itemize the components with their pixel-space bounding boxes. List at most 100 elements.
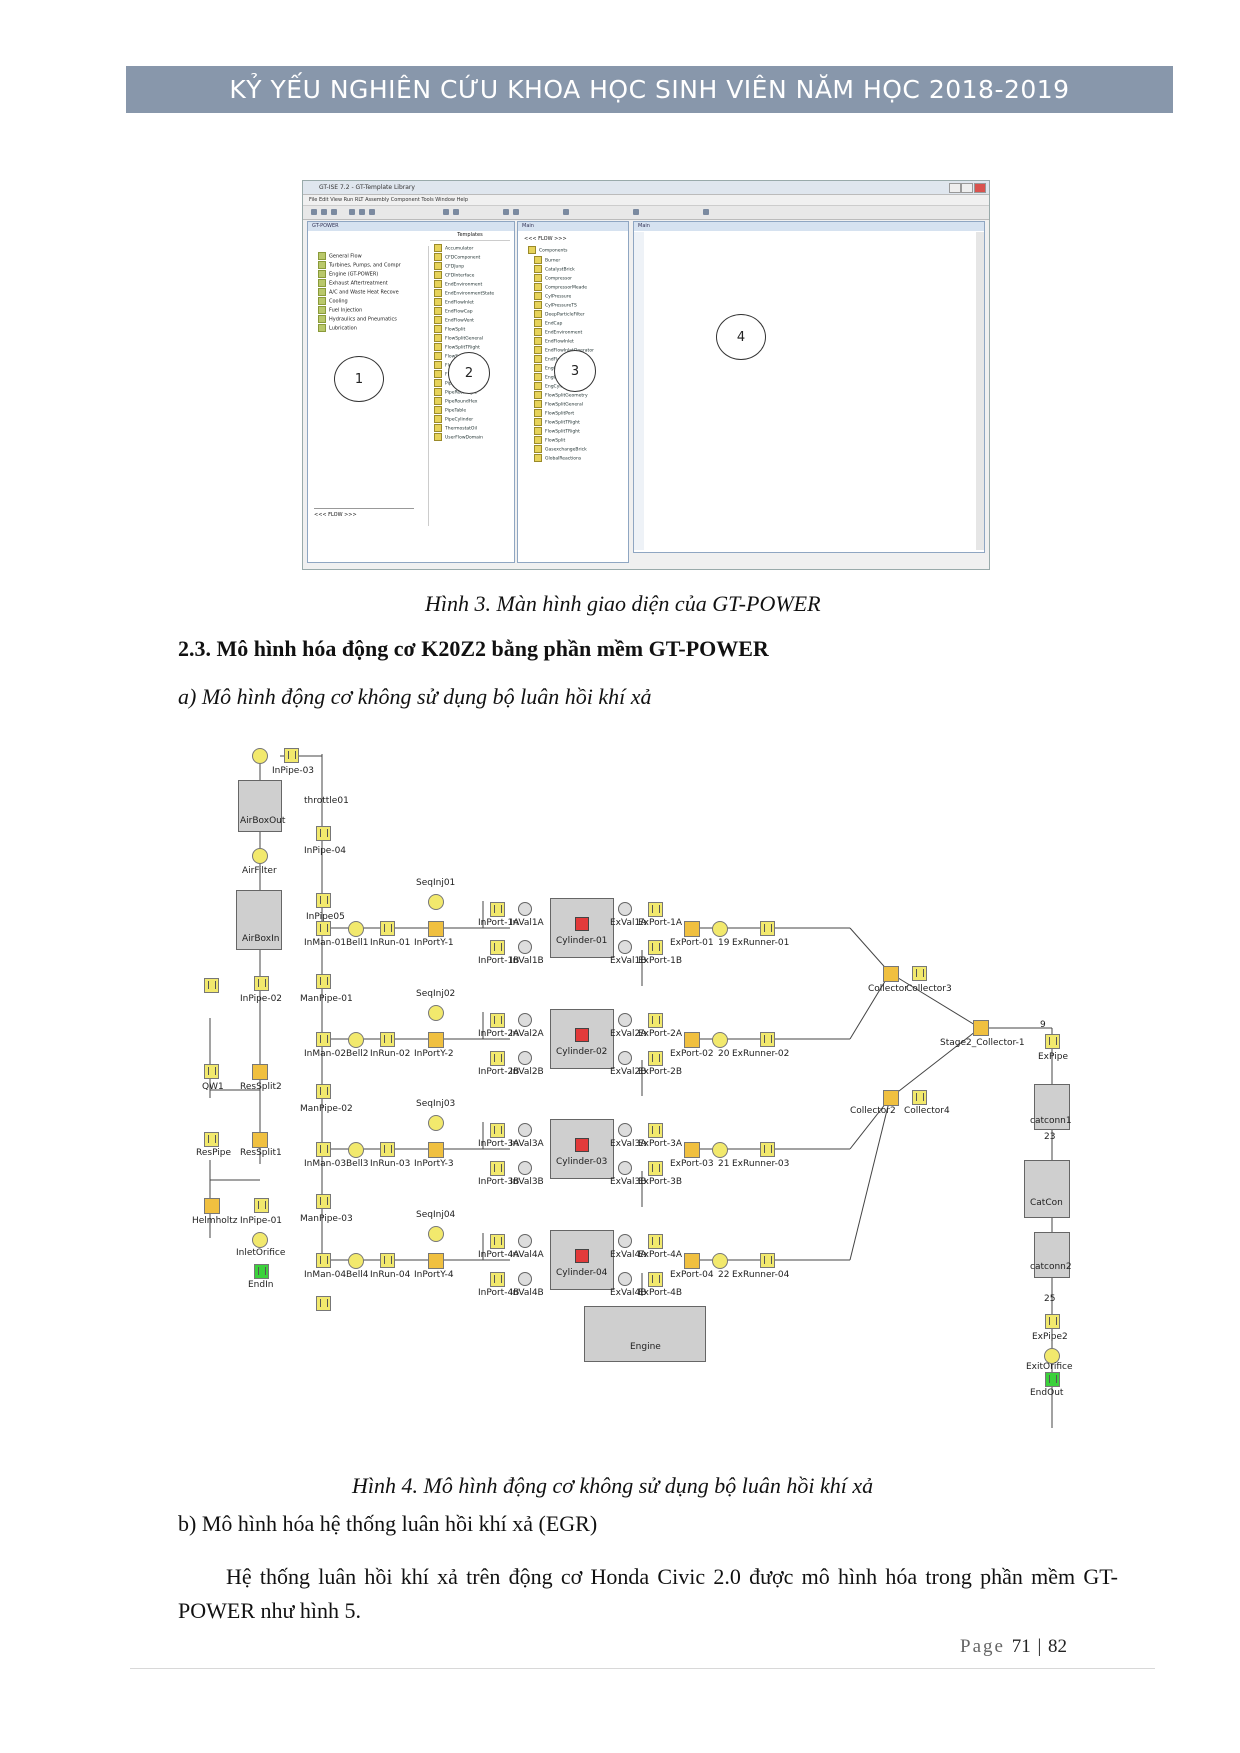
inporty-node[interactable] [428,1253,444,1269]
inval-b-node[interactable] [518,940,532,954]
template-item[interactable]: EndFlowCap [434,307,514,315]
run-icon[interactable] [443,209,449,215]
inrun-node[interactable] [380,1142,395,1157]
collector3-node[interactable] [912,966,927,981]
expipe2-node[interactable] [1045,1314,1060,1329]
exrunner-node[interactable] [760,1253,775,1268]
component-item[interactable]: EndCap [534,319,614,327]
cylinder-node[interactable] [550,1230,614,1290]
inval-a-node[interactable] [518,1123,532,1137]
template-item[interactable]: FlowSplitGeneral [434,334,514,342]
catcon-node[interactable] [1024,1160,1070,1218]
save-icon[interactable] [331,209,337,215]
inpipe05-node[interactable] [316,893,331,908]
inman-node[interactable] [316,921,331,936]
template-item[interactable]: FlowSplitTRight [434,343,514,351]
bell-node[interactable] [348,921,364,937]
inlet-bell-node[interactable] [252,748,268,764]
cylinder-node[interactable] [550,898,614,958]
export-a-node[interactable] [648,1013,663,1028]
cut-icon[interactable] [349,209,355,215]
exval-b-node[interactable] [618,1161,632,1175]
component-item[interactable]: GlobalReactions [534,454,614,462]
collector2-node[interactable] [883,1090,899,1106]
copy-icon[interactable] [359,209,365,215]
inletorifice-node[interactable] [252,1232,268,1248]
inval-b-node[interactable] [518,1272,532,1286]
collector-node[interactable] [883,966,899,982]
template-item[interactable]: CFDJunp [434,262,514,270]
export-b-node[interactable] [648,1272,663,1287]
component-item[interactable]: EngCylHead [534,382,614,390]
inrun-node[interactable] [380,1253,395,1268]
export-b-node[interactable] [648,940,663,955]
inport-b-node[interactable] [490,1272,505,1287]
component-item[interactable]: FlowSplitTRight [534,418,614,426]
seqinj-node[interactable] [428,894,444,910]
inporty-node[interactable] [428,921,444,937]
export-a-node[interactable] [648,1234,663,1249]
tree-item[interactable]: Engine (GT-POWER) [318,270,378,278]
component-item[interactable]: FlowSplitPort [534,409,614,417]
exval-a-node[interactable] [618,1013,632,1027]
respipe-node[interactable] [204,1132,219,1147]
inval-b-node[interactable] [518,1161,532,1175]
export-merge-node[interactable] [684,1253,700,1269]
template-item[interactable]: PipeRoundHex [434,397,514,405]
airboxin-node[interactable] [236,890,282,950]
template-item[interactable]: PipeRectangle [434,388,514,396]
exrunner-node[interactable] [760,1142,775,1157]
maximize-icon[interactable] [961,183,973,193]
component-item[interactable]: CatalystBrick [534,265,614,273]
component-item[interactable]: Compressor [534,274,614,282]
catconn1-node[interactable] [1034,1084,1070,1130]
inval-a-node[interactable] [518,1234,532,1248]
inrun-node[interactable] [380,1032,395,1047]
template-item[interactable]: EndFlowVent [434,316,514,324]
select-icon[interactable] [513,209,519,215]
inval-b-node[interactable] [518,1051,532,1065]
template-item[interactable]: EndFlowInlet [434,298,514,306]
export-b-node[interactable] [648,1161,663,1176]
exrunner-bell-node[interactable] [712,1142,728,1158]
new-icon[interactable] [311,209,317,215]
tree-item[interactable]: Lubrication [318,324,357,332]
exval-b-node[interactable] [618,1051,632,1065]
manpipe03-node[interactable] [316,1194,331,1209]
inport-b-node[interactable] [490,1051,505,1066]
expipe-node[interactable] [1045,1034,1060,1049]
manpipe01-node[interactable] [316,974,331,989]
component-item[interactable]: FlowSplit [534,436,614,444]
zoom-icon[interactable] [503,209,509,215]
component-item[interactable]: CylPressure [534,292,614,300]
exval-a-node[interactable] [618,1234,632,1248]
seqinj-node[interactable] [428,1226,444,1242]
tree-item[interactable]: Hydraulics and Pneumatics [318,315,397,323]
bell-node[interactable] [348,1142,364,1158]
seqinj-node[interactable] [428,1115,444,1131]
seqinj-node[interactable] [428,1005,444,1021]
export-merge-node[interactable] [684,1142,700,1158]
template-item[interactable]: CFDComponent [434,253,514,261]
exval-a-node[interactable] [618,902,632,916]
export-a-node[interactable] [648,1123,663,1138]
open-icon[interactable] [321,209,327,215]
bell-node[interactable] [348,1032,364,1048]
menu-bar[interactable]: File Edit View Run RLT Assembly Componen… [303,195,989,206]
template-item[interactable]: PipeTable [434,406,514,414]
bell-node[interactable] [348,1253,364,1269]
inport-b-node[interactable] [490,940,505,955]
template-item[interactable]: PipeCylinder [434,415,514,423]
airfilter-node[interactable] [252,848,268,864]
tree-item[interactable]: Cooling [318,297,348,305]
component-item[interactable]: EndEnvironment [534,328,614,336]
scrollbar[interactable] [976,232,984,550]
inman-node[interactable] [316,1032,331,1047]
inpipe04-node[interactable] [316,826,331,841]
inpipe01-node[interactable] [254,1198,269,1213]
template-item[interactable]: UserFlowDomain [434,433,514,441]
inval-a-node[interactable] [518,902,532,916]
engine-node[interactable] [584,1306,706,1362]
component-item[interactable]: FlowSplitTRight [534,427,614,435]
template-item[interactable]: Accumulator [434,244,514,252]
